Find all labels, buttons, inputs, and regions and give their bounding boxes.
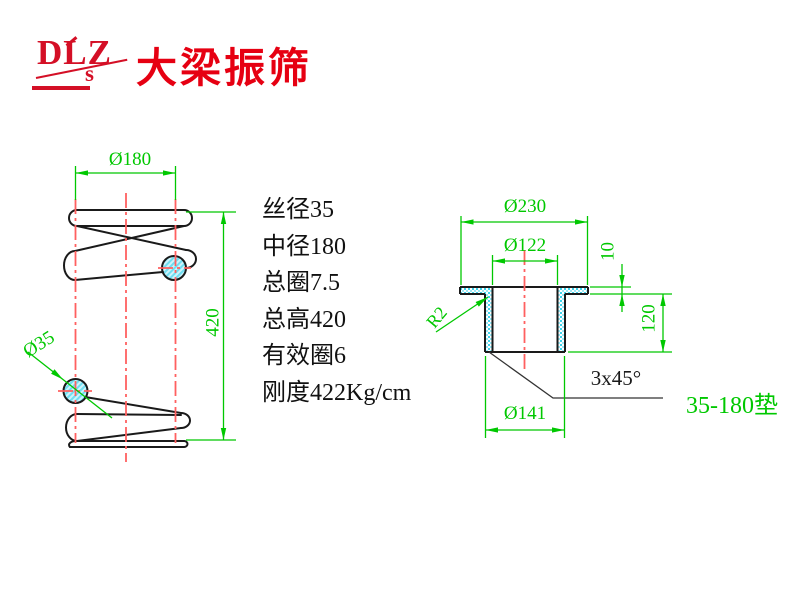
dim-label-mean-diameter: Ø180 [108,149,152,170]
dim-label-chamfer: 3x45° [590,366,642,390]
dim-label-body-height: 120 [638,304,660,333]
spring-spec-list: 丝径35 中径180 总圈7.5 总高420 有效圈6 刚度422Kg/cm [262,192,411,412]
spring-section-hatch [62,255,187,404]
spring-outline [63,209,197,448]
spec-wire-diameter: 丝径35 [262,197,334,223]
chamfer-leader-line [488,351,663,399]
centerlines [58,193,526,462]
spec-active-coils: 有效圈6 [262,343,346,370]
dim-label-free-height: 420 [202,308,224,337]
spec-total-coils: 总圈7.5 [262,270,340,297]
brand-title: 大梁振筛 [136,45,312,91]
dim-label-flange-thickness: 10 [597,242,619,261]
dimension-arrowheads [51,170,666,440]
spec-stiffness: 刚度422Kg/cm [262,379,412,406]
logo-underline [32,86,90,90]
spec-total-height: 总高420 [262,306,346,333]
dim-label-bore-diameter: Ø122 [503,235,547,256]
part-label: 35-180垫 [686,393,778,419]
logo-sub-letter: s [85,61,94,86]
seat-right-section [557,287,588,352]
spec-mean-diameter: 中径180 [262,233,346,260]
dim-label-flange-diameter: Ø230 [503,196,547,217]
dim-label-body-diameter: Ø141 [503,403,547,424]
